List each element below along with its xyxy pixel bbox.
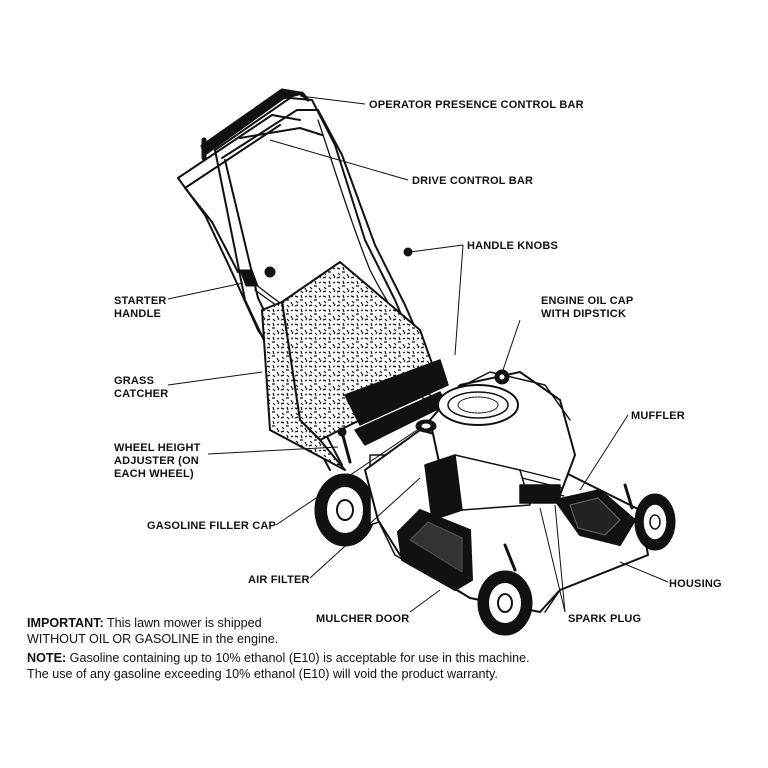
front-wheel-left — [477, 570, 533, 636]
label-air-filter: AIR FILTER — [248, 574, 310, 586]
ethanol-note: NOTE: Gasoline containing up to 10% etha… — [27, 650, 747, 682]
label-housing: HOUSING — [669, 578, 722, 590]
drive-control-bar-line — [239, 127, 323, 139]
label-wheel-height-adjuster-2: ADJUSTER (ON — [114, 455, 199, 467]
label-grass-catcher-1: GRASS — [114, 375, 154, 387]
grass-catcher-bag — [261, 261, 449, 471]
label-handle-knobs: HANDLE KNOBS — [467, 240, 558, 252]
label-wheel-height-adjuster-1: WHEEL HEIGHT — [114, 442, 201, 454]
label-starter-handle-1: STARTER — [114, 295, 167, 307]
engine — [424, 371, 576, 521]
leader-lines — [167, 95, 669, 613]
label-mulcher-door: MULCHER DOOR — [316, 613, 409, 625]
note-text: Gasoline containing up to 10% ethanol (E… — [66, 651, 530, 665]
front-wheel-right — [634, 493, 676, 551]
label-grass-catcher-2: CATCHER — [114, 388, 168, 400]
notes-block: IMPORTANT: This lawn mower is shipped WI… — [27, 615, 747, 685]
mower-illustration — [177, 88, 676, 636]
mulcher-door — [397, 509, 473, 591]
label-engine-oil-cap-1: ENGINE OIL CAP — [541, 295, 633, 307]
label-gasoline-filler-cap: GASOLINE FILLER CAP — [147, 520, 276, 532]
important-label: IMPORTANT: — [27, 616, 104, 630]
label-engine-oil-cap-2: WITH DIPSTICK — [541, 308, 626, 320]
important-text: This lawn mower is shipped — [103, 616, 262, 630]
label-spark-plug: SPARK PLUG — [568, 613, 641, 625]
label-operator-presence-control-bar: OPERATOR PRESENCE CONTROL BAR — [369, 99, 584, 111]
note-label: NOTE: — [27, 651, 67, 665]
label-wheel-height-adjuster-3: EACH WHEEL) — [114, 468, 194, 480]
label-drive-control-bar: DRIVE CONTROL BAR — [412, 175, 533, 187]
important-text-2: WITHOUT OIL OR GASOLINE in the engine. — [27, 632, 279, 646]
note-text-2: The use of any gasoline exceeding 10% et… — [27, 667, 498, 681]
label-muffler: MUFFLER — [631, 410, 685, 422]
label-starter-handle-2: HANDLE — [114, 308, 161, 320]
important-note: IMPORTANT: This lawn mower is shipped WI… — [27, 615, 747, 647]
